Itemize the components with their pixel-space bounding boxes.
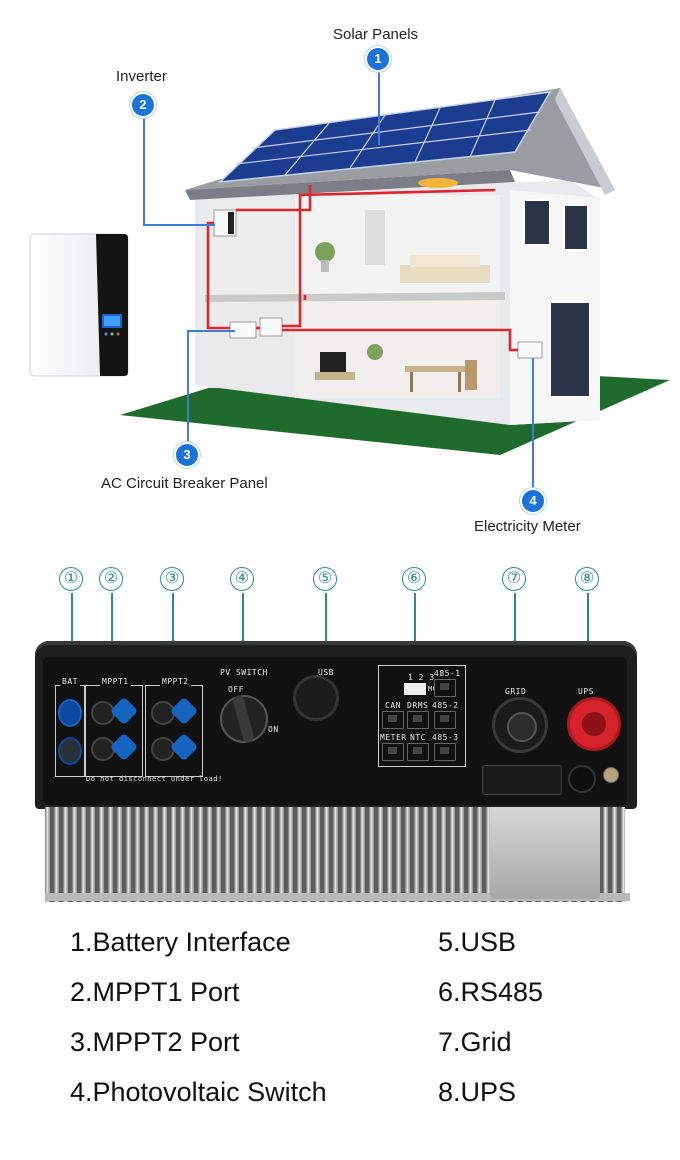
port-number-7: ⑦ bbox=[502, 567, 526, 591]
ground-screw bbox=[603, 767, 619, 783]
port-number-1: ① bbox=[59, 567, 83, 591]
house-illustration bbox=[120, 88, 670, 455]
comm-module-plate bbox=[482, 765, 562, 795]
port-line-6 bbox=[414, 593, 416, 665]
inverter-port-panel: ① ② ③ ④ ⑤ ⑥ ⑦ ⑧ BAT MPPT1 MPPT2 Do not d… bbox=[0, 545, 680, 915]
callout-line-3 bbox=[187, 330, 189, 445]
callout-label-electricity-meter: Electricity Meter bbox=[474, 518, 581, 535]
warning-label: Do not disconnect under load! bbox=[86, 775, 223, 783]
port-number-5: ⑤ bbox=[313, 567, 337, 591]
meter-port[interactable] bbox=[382, 743, 404, 761]
pv-switch-handle bbox=[231, 694, 256, 744]
heatsink-base bbox=[45, 893, 630, 901]
dip-switch[interactable] bbox=[404, 683, 426, 695]
legend-item-5: 5.USB bbox=[438, 927, 517, 957]
bat-label: BAT bbox=[60, 677, 80, 686]
callout-label-solar-panels: Solar Panels bbox=[333, 26, 419, 43]
can-port[interactable] bbox=[382, 711, 404, 729]
drms-port[interactable] bbox=[407, 711, 429, 729]
rs485-1-port[interactable] bbox=[434, 679, 456, 697]
callout-line-3-h bbox=[187, 330, 235, 332]
legend: 1.Battery Interface 2.MPPT1 Port 3.MPPT2… bbox=[0, 915, 680, 1160]
legend-item-4: 4.Photovoltaic Switch bbox=[70, 1077, 327, 1107]
can-label: CAN bbox=[385, 701, 401, 710]
dip-digits-label: 1 2 3 bbox=[408, 673, 435, 682]
callout-badge-2: 2 bbox=[132, 94, 154, 116]
r485-3-label: 485-3 bbox=[432, 733, 459, 742]
legend-item-3: 3.MPPT2 Port bbox=[70, 1027, 240, 1057]
port-line-3 bbox=[172, 593, 174, 685]
r485-1-label: 485-1 bbox=[434, 669, 461, 678]
mppt2-group-frame bbox=[145, 685, 203, 777]
legend-item-6: 6.RS485 bbox=[438, 977, 544, 1007]
port-line-1 bbox=[71, 593, 73, 685]
rs485-3-port[interactable] bbox=[434, 743, 456, 761]
port-line-8 bbox=[587, 593, 589, 675]
port-number-8: ⑧ bbox=[575, 567, 599, 591]
ups-connector[interactable] bbox=[567, 697, 621, 751]
rs485-block bbox=[378, 665, 466, 767]
mounting-bracket bbox=[490, 807, 600, 899]
meter-label: METER bbox=[380, 733, 407, 742]
legend-item-8: 8.UPS bbox=[438, 1077, 517, 1107]
pv-switch-off-label: OFF bbox=[228, 685, 244, 694]
port-line-5 bbox=[325, 593, 327, 675]
port-number-3: ③ bbox=[160, 567, 184, 591]
callout-line-2-h bbox=[143, 224, 215, 226]
bat-positive-connector bbox=[58, 699, 82, 727]
bat-negative-connector bbox=[58, 737, 82, 765]
port-number-2: ② bbox=[99, 567, 123, 591]
callout-line-2 bbox=[143, 115, 145, 225]
callout-line-4 bbox=[532, 358, 534, 490]
inverter-product-image bbox=[28, 232, 130, 378]
mppt1-group-frame bbox=[85, 685, 143, 777]
home-solar-diagram: 1 Solar Panels 2 Inverter 3 AC Circuit B… bbox=[0, 0, 680, 545]
pv-switch-on-label: ON bbox=[268, 725, 279, 734]
callout-line-1 bbox=[378, 70, 380, 145]
grid-connector[interactable] bbox=[492, 697, 548, 753]
callout-badge-4: 4 bbox=[522, 490, 544, 512]
pv-switch-knob[interactable] bbox=[220, 694, 268, 744]
drms-label: DRMS bbox=[407, 701, 429, 710]
usb-label: USB bbox=[318, 668, 334, 677]
grid-label: GRID bbox=[505, 687, 527, 696]
ups-label: UPS bbox=[578, 687, 594, 696]
callout-label-ac-breaker: AC Circuit Breaker Panel bbox=[101, 475, 268, 492]
legend-item-2: 2.MPPT1 Port bbox=[70, 977, 240, 1007]
port-line-2 bbox=[111, 593, 113, 685]
ntc-label: NTC bbox=[410, 733, 426, 742]
port-line-7 bbox=[514, 593, 516, 675]
mppt1-label: MPPT1 bbox=[100, 677, 131, 686]
legend-item-7: 7.Grid bbox=[438, 1027, 512, 1057]
callout-badge-3: 3 bbox=[176, 444, 198, 466]
port-number-4: ④ bbox=[230, 567, 254, 591]
port-line-4 bbox=[242, 593, 244, 675]
rs485-2-port[interactable] bbox=[434, 711, 456, 729]
callout-label-inverter: Inverter bbox=[116, 68, 167, 85]
mppt2-label: MPPT2 bbox=[160, 677, 191, 686]
ntc-port[interactable] bbox=[407, 743, 429, 761]
port-number-6: ⑥ bbox=[402, 567, 426, 591]
gland-plug bbox=[568, 765, 596, 793]
usb-port-cap[interactable] bbox=[293, 675, 339, 721]
callout-badge-1: 1 bbox=[367, 48, 389, 70]
pv-switch-label: PV SWITCH bbox=[220, 668, 268, 677]
legend-item-1: 1.Battery Interface bbox=[70, 927, 291, 957]
r485-2-label: 485-2 bbox=[432, 701, 459, 710]
